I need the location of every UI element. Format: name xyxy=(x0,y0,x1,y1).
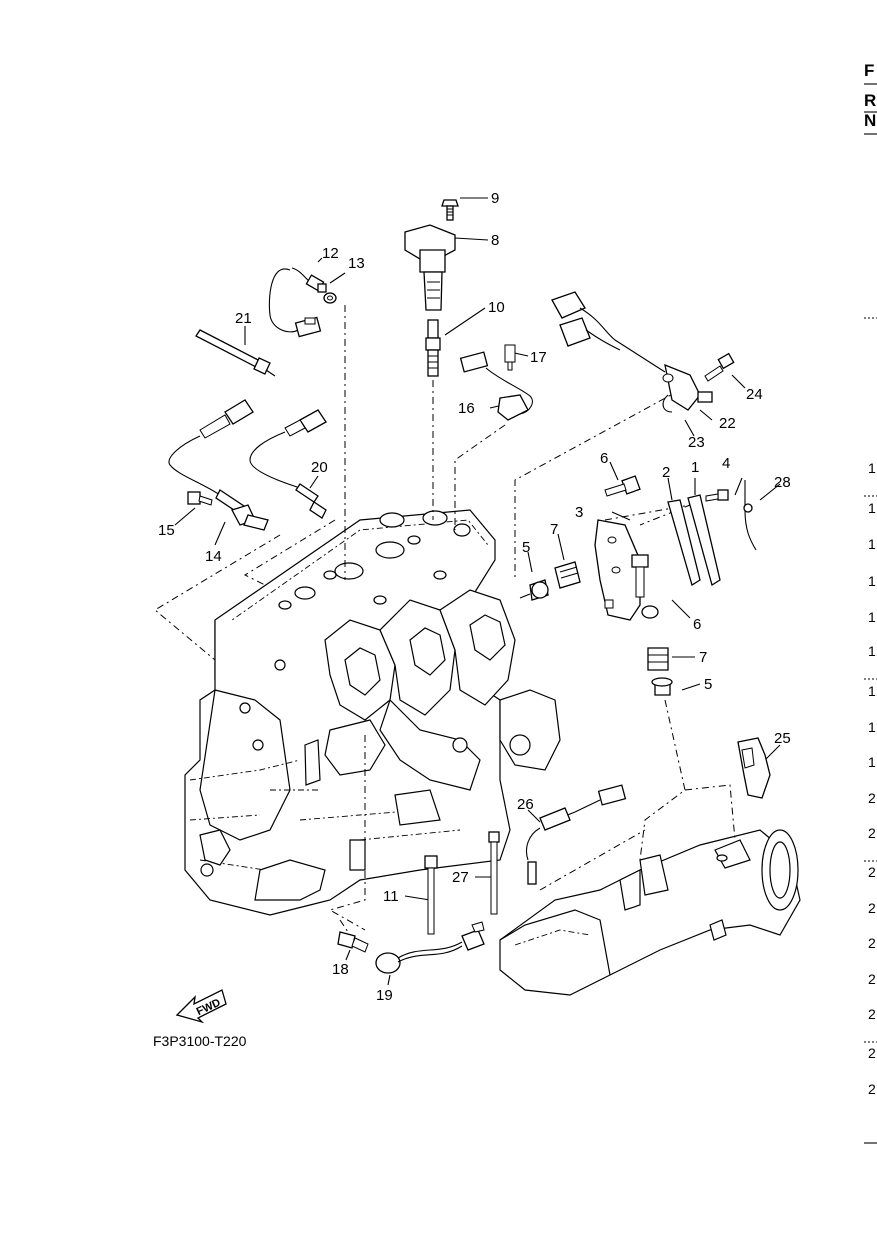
part-6-bolt xyxy=(604,475,641,497)
callout-5a: 5 xyxy=(522,539,530,556)
edge-digit-10: 2 xyxy=(868,790,876,806)
callout-28: 28 xyxy=(774,474,791,491)
edge-digit-2: 1 xyxy=(868,500,876,516)
callout-24: 24 xyxy=(746,386,763,403)
part-18-sensor xyxy=(337,931,369,953)
part-25-clip xyxy=(737,737,771,799)
part-23-wire xyxy=(662,394,673,413)
part-28-strap xyxy=(743,480,757,551)
edge-digit-12: 2 xyxy=(868,864,876,880)
part-10-spark-plug xyxy=(425,319,441,377)
fwd-arrow: FWD xyxy=(175,989,227,1024)
callout-19: 19 xyxy=(376,987,393,1004)
callout-2: 2 xyxy=(662,464,670,481)
part-4-bolt xyxy=(705,489,729,502)
part-11-cable-tie xyxy=(424,855,438,935)
callout-7a: 7 xyxy=(550,521,558,538)
part-5-7-grommet xyxy=(519,561,581,601)
edge-digit-11: 2 xyxy=(868,825,876,841)
exhaust-manifold xyxy=(499,829,801,996)
part-16-17-connector xyxy=(459,344,533,421)
part-12-sensor xyxy=(268,267,327,338)
callout-16: 16 xyxy=(458,400,475,417)
callout-15: 15 xyxy=(158,522,175,539)
part-1-2-plates xyxy=(667,494,721,587)
callout-20: 20 xyxy=(311,459,328,476)
callout-13: 13 xyxy=(348,255,365,272)
callout-9: 9 xyxy=(491,190,499,207)
callout-14: 14 xyxy=(205,548,222,565)
callout-12: 12 xyxy=(322,245,339,262)
edge-digit-7: 1 xyxy=(868,683,876,699)
edge-digit-16: 2 xyxy=(868,1006,876,1022)
callout-11: 11 xyxy=(383,888,399,905)
edge-digit-15: 2 xyxy=(868,971,876,987)
edge-letter-1: F xyxy=(864,61,874,80)
callout-23: 23 xyxy=(688,434,705,451)
edge-digit-3: 1 xyxy=(868,536,876,552)
edge-letter-3: N xyxy=(864,111,876,130)
edge-digit-18: 2 xyxy=(868,1081,876,1097)
part-9-bolt xyxy=(441,199,459,221)
callout-5b: 5 xyxy=(704,676,712,693)
fwd-label: FWD xyxy=(195,997,223,1018)
right-edge-column: F R N 1 1 1 1 1 1 1 1 1 2 2 2 2 2 2 2 2 … xyxy=(864,61,877,1144)
edge-digit-6: 1 xyxy=(868,643,876,659)
callout-27: 27 xyxy=(452,869,469,886)
edge-digit-1: 1 xyxy=(868,460,876,476)
callout-6a: 6 xyxy=(600,450,608,467)
edge-digit-8: 1 xyxy=(868,719,876,735)
reference-lines xyxy=(154,197,781,986)
diagram-code: F3P3100-T220 xyxy=(153,1033,247,1049)
part-14-sensor xyxy=(168,399,269,531)
callout-labels: 1 2 3 4 5 5 6 6 7 7 8 9 10 11 12 13 14 1… xyxy=(158,190,791,1004)
edge-digit-4: 1 xyxy=(868,573,876,589)
part-7-5-grommet-lower xyxy=(647,647,673,696)
edge-digit-5: 1 xyxy=(868,609,876,625)
callout-21: 21 xyxy=(235,310,252,327)
part-19-knock-sensor xyxy=(375,921,485,974)
part-15-bolt xyxy=(187,491,213,506)
callout-7b: 7 xyxy=(699,649,707,666)
edge-digit-17: 2 xyxy=(868,1045,876,1061)
edge-digit-9: 1 xyxy=(868,754,876,770)
part-20-sensor xyxy=(249,409,327,519)
callout-18: 18 xyxy=(332,961,349,978)
part-26-sensor xyxy=(525,784,627,885)
callout-4: 4 xyxy=(722,455,730,472)
edge-digit-14: 2 xyxy=(868,935,876,951)
part-24-bolt xyxy=(704,352,735,382)
callout-26: 26 xyxy=(517,796,534,813)
edge-digit-13: 2 xyxy=(868,900,876,916)
edge-letter-2: R xyxy=(864,91,876,110)
callout-1: 1 xyxy=(691,459,699,476)
callout-8: 8 xyxy=(491,232,499,249)
engine-block xyxy=(184,509,561,916)
callout-25: 25 xyxy=(774,730,791,747)
callout-17: 17 xyxy=(530,349,547,366)
part-8-ignition-coil xyxy=(404,224,456,311)
callout-6b: 6 xyxy=(693,616,701,633)
part-22-harness xyxy=(551,291,713,411)
part-3-bracket xyxy=(594,519,641,621)
callout-10: 10 xyxy=(488,299,505,316)
callout-3: 3 xyxy=(575,504,583,521)
part-13-washer xyxy=(323,292,337,304)
part-27-cable-tie xyxy=(488,831,500,915)
part-6-bolt-lower xyxy=(631,554,659,619)
part-21-cable-tie xyxy=(195,329,276,377)
callout-22: 22 xyxy=(719,415,736,432)
